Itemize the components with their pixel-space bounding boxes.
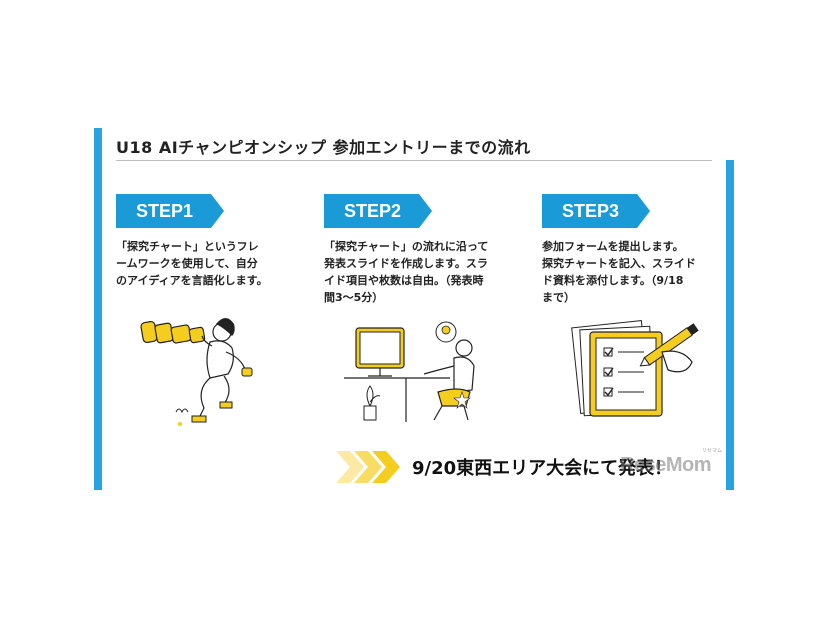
step3-badge: STEP3 [542,194,650,228]
left-accent-bar [94,128,102,490]
checklist-pencil-illustration [571,320,699,417]
step2-description: 「探究チャート」の流れに沿って 発表スライドを作成します。スラ イド項目や枚数は… [324,240,489,304]
title-divider [116,160,712,161]
step3-description: 参加フォームを提出します。 探究チャートを記入、スライド ド資料を添付します。（… [542,240,696,304]
step2-badge: STEP2 [324,194,432,228]
telescope-woman-illustration [140,318,253,426]
step1-description: 「探究チャート」というフレ ームワークを使用して、自分 のアイディアを言語化しま… [116,240,268,287]
step1-badge: STEP1 [116,194,224,228]
resemom-watermark: ReseMom [620,454,711,476]
page-title: U18 AIチャンピオンシップ 参加エントリーまでの流れ [116,138,531,157]
chevron-arrows-icon [336,451,400,483]
right-accent-bar [726,160,734,490]
announcement-text: 9/20東西エリア大会にて発表！ [412,458,673,479]
laptop-man-illustration [344,321,475,422]
resemom-watermark-sub: リセマム [702,448,723,454]
